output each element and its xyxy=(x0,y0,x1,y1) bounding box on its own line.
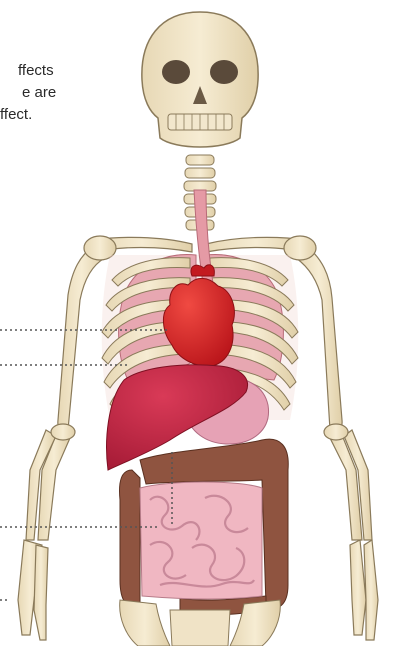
right-arm-bones xyxy=(296,245,378,640)
left-arm-bones xyxy=(18,245,105,640)
skull-icon xyxy=(142,12,258,147)
intestines-icon xyxy=(140,482,262,599)
